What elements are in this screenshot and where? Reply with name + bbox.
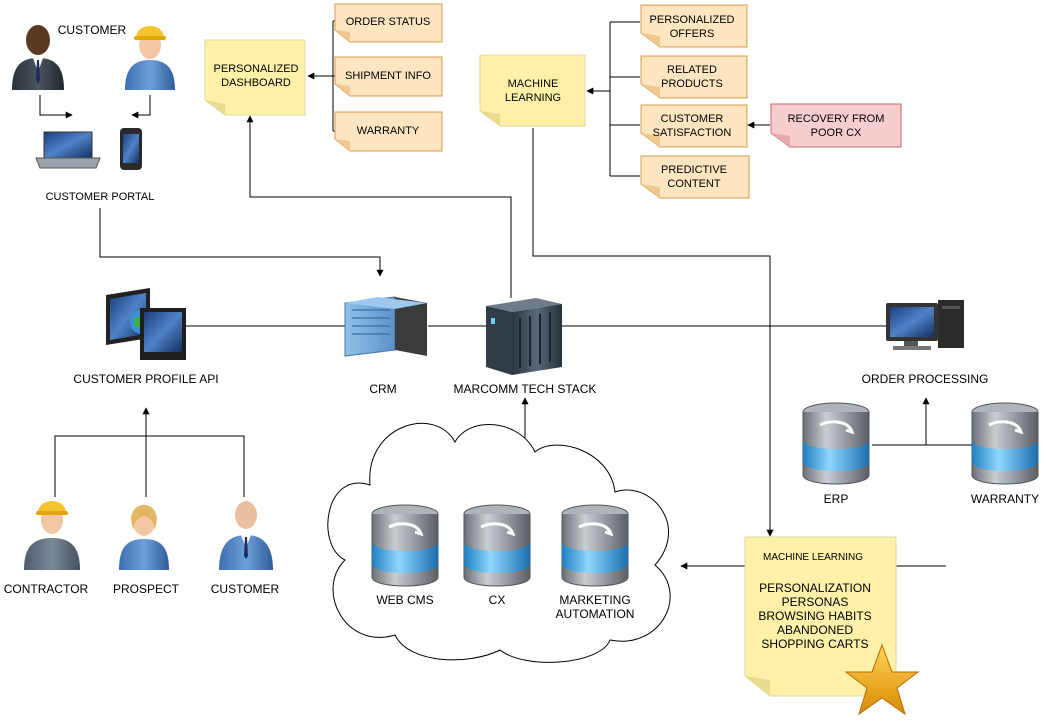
marketing-automation-database-icon <box>561 504 629 587</box>
note-text-line: CUSTOMER <box>661 113 724 125</box>
customer-businessman-icon <box>219 501 273 570</box>
label-customer-bottom: CUSTOMER <box>211 582 280 596</box>
label-crm: CRM <box>369 382 396 396</box>
note-text-line: LEARNING <box>505 92 561 104</box>
businessman-icon <box>12 25 64 90</box>
note-text-line: PREDICTIVE <box>661 164 727 176</box>
label-web-cms: WEB CMS <box>376 593 433 607</box>
label-customer-profile-api: CUSTOMER PROFILE API <box>73 372 218 386</box>
label-customer-portal: CUSTOMER PORTAL <box>46 191 155 203</box>
label-marcomm-tech-stack: MARCOMM TECH STACK <box>454 382 597 396</box>
note-text: SHIPMENT INFO <box>345 70 431 82</box>
ml-box-item: BROWSING HABITS <box>758 609 871 623</box>
note-text-line: MACHINE <box>508 78 559 90</box>
note-text-line: DASHBOARD <box>221 77 291 89</box>
ml-box-item: PERSONALIZATION <box>759 581 871 595</box>
note-text-line: RELATED <box>667 64 717 76</box>
label-contractor: CONTRACTOR <box>4 582 89 596</box>
note-personalized-dashboard: PERSONALIZED DASHBOARD <box>204 39 306 116</box>
web-cms-database-icon <box>371 504 439 587</box>
note-customer-satisfaction: CUSTOMER SATISFACTION <box>640 104 748 148</box>
monitors-globe-icon <box>106 288 186 360</box>
label-order-processing: ORDER PROCESSING <box>862 372 989 386</box>
note-text-line: PERSONALIZED <box>650 14 735 26</box>
note-predictive-content: PREDICTIVE CONTENT <box>640 155 750 199</box>
note-shipment-info: SHIPMENT INFO <box>334 56 443 97</box>
star-icon <box>844 643 920 716</box>
cx-database-icon <box>463 504 531 587</box>
laptop-icon <box>35 131 101 169</box>
ml-box-item: ABANDONED <box>777 623 853 637</box>
label-marketing-automation-line: MARKETING <box>559 593 630 607</box>
note-order-status: ORDER STATUS <box>334 3 443 43</box>
note-personalized-offers: PERSONALIZED OFFERS <box>640 4 748 48</box>
note-text-line: RECOVERY FROM <box>788 113 885 125</box>
ml-box-title: MACHINE LEARNING <box>763 552 863 563</box>
note-text-line: OFFERS <box>670 28 715 40</box>
label-prospect: PROSPECT <box>113 582 180 596</box>
ml-box-item: PERSONAS <box>782 595 849 609</box>
contractor-icon <box>24 501 80 570</box>
note-text-line: CONTENT <box>667 178 720 190</box>
note-text: WARRANTY <box>357 125 420 137</box>
note-text-line: PRODUCTS <box>661 78 723 90</box>
ml-box-item: SHOPPING CARTS <box>761 637 868 651</box>
note-recovery-from-poor-cx: RECOVERY FROM POOR CX <box>770 103 902 148</box>
label-cx: CX <box>489 593 506 607</box>
note-machine-learning-box: MACHINE LEARNING PERSONALIZATION PERSONA… <box>744 536 897 697</box>
label-warranty-db: WARRANTY <box>971 492 1039 506</box>
label-erp: ERP <box>824 492 849 506</box>
note-text: ORDER STATUS <box>346 16 431 28</box>
label-marketing-automation-line: AUTOMATION <box>556 607 635 621</box>
note-related-products: RELATED PRODUCTS <box>640 55 748 99</box>
label-customer-top: CUSTOMER <box>58 23 127 37</box>
warranty-database-icon <box>971 402 1039 485</box>
note-text-line: SATISFACTION <box>653 127 732 139</box>
desktop-computer-icon <box>886 300 964 350</box>
prospect-woman-icon <box>119 505 169 570</box>
note-text-line: POOR CX <box>811 127 862 139</box>
erp-database-icon <box>802 402 870 485</box>
note-machine-learning-top: MACHINE LEARNING <box>479 54 586 127</box>
crm-server-icon <box>344 296 427 357</box>
note-text-line: PERSONALIZED <box>214 63 299 75</box>
connectors <box>39 20 973 570</box>
server-rack-icon <box>486 298 562 375</box>
smartphone-icon <box>120 128 142 170</box>
female-worker-icon <box>125 26 175 90</box>
note-warranty: WARRANTY <box>334 111 443 152</box>
